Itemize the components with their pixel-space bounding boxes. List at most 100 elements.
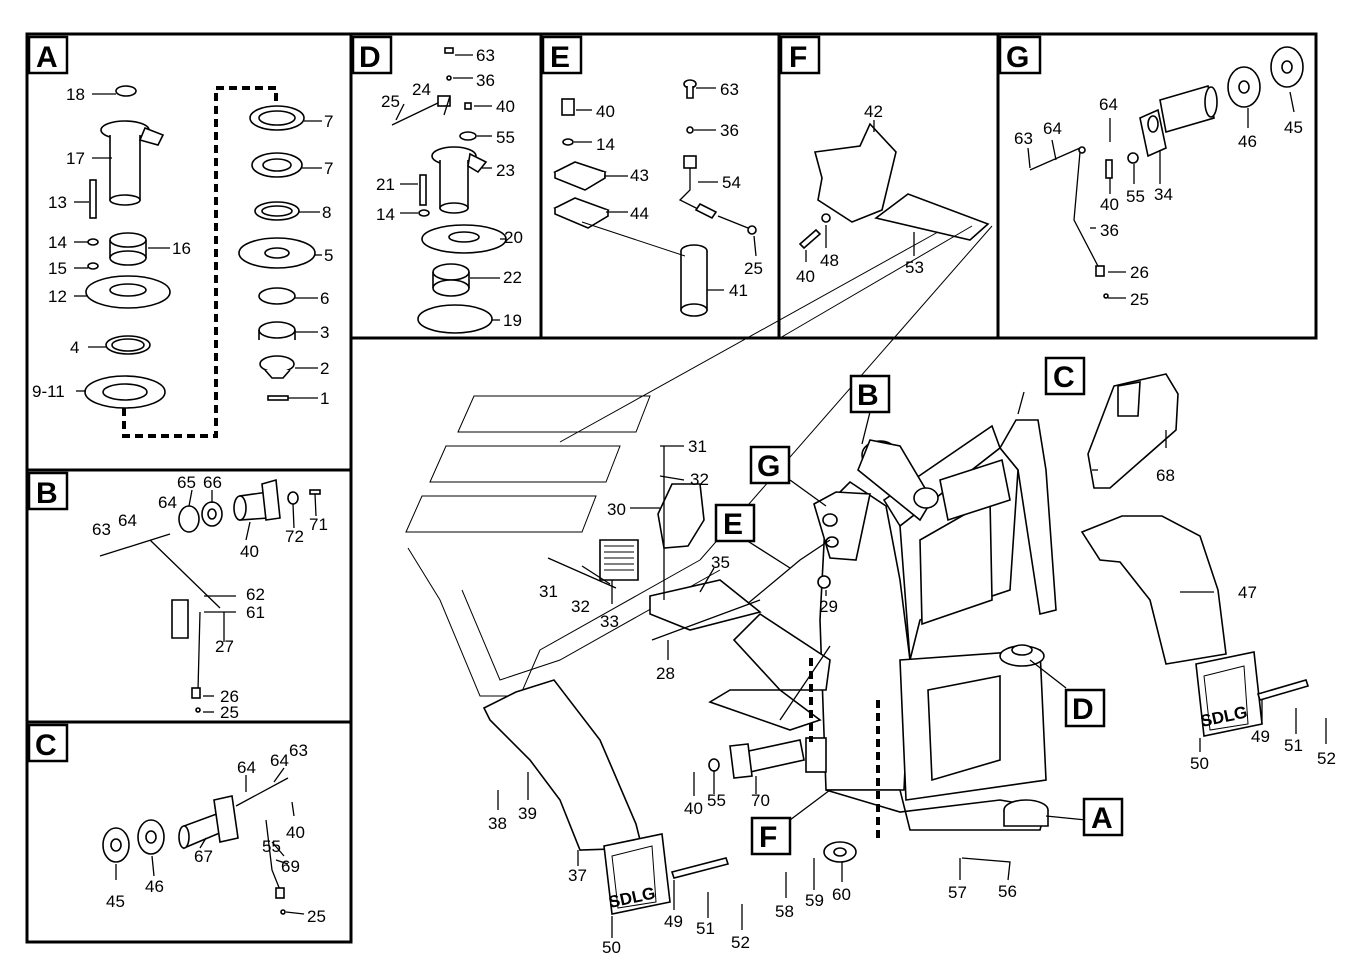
label-m-40: 40 <box>684 799 703 818</box>
label-b-72: 72 <box>285 527 304 546</box>
label-a-1: 1 <box>320 389 329 408</box>
label-d-14: 14 <box>376 205 395 224</box>
label-b-64b: 64 <box>118 511 137 530</box>
panel-d-parts <box>391 47 507 334</box>
label-m-50r: 50 <box>1190 754 1209 773</box>
label-e-40: 40 <box>596 102 615 121</box>
label-m-57: 57 <box>948 883 967 902</box>
panel-b-parts <box>99 478 321 713</box>
panel-d-letter: D <box>359 41 381 74</box>
label-d-63: 63 <box>476 46 495 65</box>
label-a-6: 6 <box>320 289 329 308</box>
label-m-31a: 31 <box>688 437 707 456</box>
label-c-45: 45 <box>106 892 125 911</box>
label-m-35: 35 <box>711 553 730 572</box>
panel-a-parts <box>74 85 322 438</box>
label-a-16: 16 <box>172 239 191 258</box>
label-a-12: 12 <box>48 287 67 306</box>
label-c-64b: 64 <box>270 751 289 770</box>
label-b-71: 71 <box>309 515 328 534</box>
label-g-40: 40 <box>1100 195 1119 214</box>
label-b-62: 62 <box>246 585 265 604</box>
label-m-47: 47 <box>1238 583 1257 602</box>
panel-c-parts <box>102 767 305 915</box>
label-m-55: 55 <box>707 791 726 810</box>
label-m-56: 56 <box>998 882 1017 901</box>
label-d-55: 55 <box>496 128 515 147</box>
label-d-24: 24 <box>412 80 431 99</box>
part-labels-b: 65 66 64 63 64 40 72 71 62 61 27 26 25 <box>92 473 328 722</box>
label-b-27: 27 <box>215 637 234 656</box>
label-g-55: 55 <box>1126 187 1145 206</box>
panel-f-letter: F <box>789 41 807 74</box>
label-m-28: 28 <box>656 664 675 683</box>
label-e-41: 41 <box>729 281 748 300</box>
label-d-36: 36 <box>476 71 495 90</box>
panel-g-frame <box>996 32 1318 340</box>
label-m-38: 38 <box>488 814 507 833</box>
label-m-31b: 31 <box>539 582 558 601</box>
label-a-18: 18 <box>66 85 85 104</box>
callout-c: C <box>1053 361 1075 394</box>
label-b-64a: 64 <box>158 493 177 512</box>
label-f-48: 48 <box>820 251 839 270</box>
part-labels-main: 31 32 30 35 31 32 33 29 28 68 47 50 49 5… <box>488 437 1336 957</box>
label-e-54: 54 <box>722 173 741 192</box>
part-labels-a: 18 17 13 14 15 12 16 4 9-11 7 7 8 5 6 3 … <box>32 85 333 408</box>
panel-e-letter: E <box>550 41 570 74</box>
label-c-63: 63 <box>289 741 308 760</box>
label-a-3: 3 <box>320 323 329 342</box>
label-m-37: 37 <box>568 866 587 885</box>
label-m-50l: 50 <box>602 938 621 957</box>
label-b-63: 63 <box>92 520 111 539</box>
part-labels-e: 63 40 36 14 43 54 44 25 41 <box>596 80 763 300</box>
callout-a: A <box>1091 802 1113 835</box>
label-a-14: 14 <box>48 233 67 252</box>
panel-e-parts <box>553 79 757 317</box>
panel-a-letter: A <box>36 41 58 74</box>
label-b-65: 65 <box>177 473 196 492</box>
label-m-32a: 32 <box>690 470 709 489</box>
label-b-66: 66 <box>203 473 222 492</box>
label-c-46: 46 <box>145 877 164 896</box>
panel-b-letter: B <box>36 477 58 510</box>
label-g-25: 25 <box>1130 290 1149 309</box>
label-d-25: 25 <box>381 92 400 111</box>
label-a-2: 2 <box>320 359 329 378</box>
label-a-17: 17 <box>66 149 85 168</box>
label-g-64b: 64 <box>1043 119 1062 138</box>
main-assembly: SDLG SDLG <box>405 225 1327 938</box>
label-b-40: 40 <box>240 542 259 561</box>
label-f-53: 53 <box>905 258 924 277</box>
label-m-52r: 52 <box>1317 749 1336 768</box>
panel-c-frame <box>25 720 353 944</box>
label-m-49l: 49 <box>664 912 683 931</box>
label-c-67: 67 <box>194 847 213 866</box>
label-d-21: 21 <box>376 175 395 194</box>
main-callouts: B C G E D A F <box>714 356 1124 856</box>
label-a-7a: 7 <box>324 112 333 131</box>
label-m-51r: 51 <box>1284 736 1303 755</box>
label-m-29: 29 <box>819 597 838 616</box>
label-b-25: 25 <box>220 703 239 722</box>
callout-d: D <box>1072 693 1094 726</box>
label-m-51l: 51 <box>696 919 715 938</box>
label-e-43: 43 <box>630 166 649 185</box>
panel-g-letter: G <box>1006 41 1029 74</box>
part-labels-f: 42 48 40 53 <box>796 102 924 286</box>
label-a-4: 4 <box>70 338 79 357</box>
callout-e: E <box>723 508 743 541</box>
label-e-36: 36 <box>720 121 739 140</box>
label-a-9-11: 9-11 <box>32 382 65 401</box>
panel-g-parts <box>1027 46 1304 299</box>
label-m-52l: 52 <box>731 933 750 952</box>
label-m-32b: 32 <box>571 597 590 616</box>
label-f-40: 40 <box>796 267 815 286</box>
label-a-8: 8 <box>322 203 331 222</box>
label-b-61: 61 <box>246 603 265 622</box>
callout-g: G <box>757 450 780 483</box>
label-g-26: 26 <box>1130 263 1149 282</box>
label-g-45: 45 <box>1284 118 1303 137</box>
